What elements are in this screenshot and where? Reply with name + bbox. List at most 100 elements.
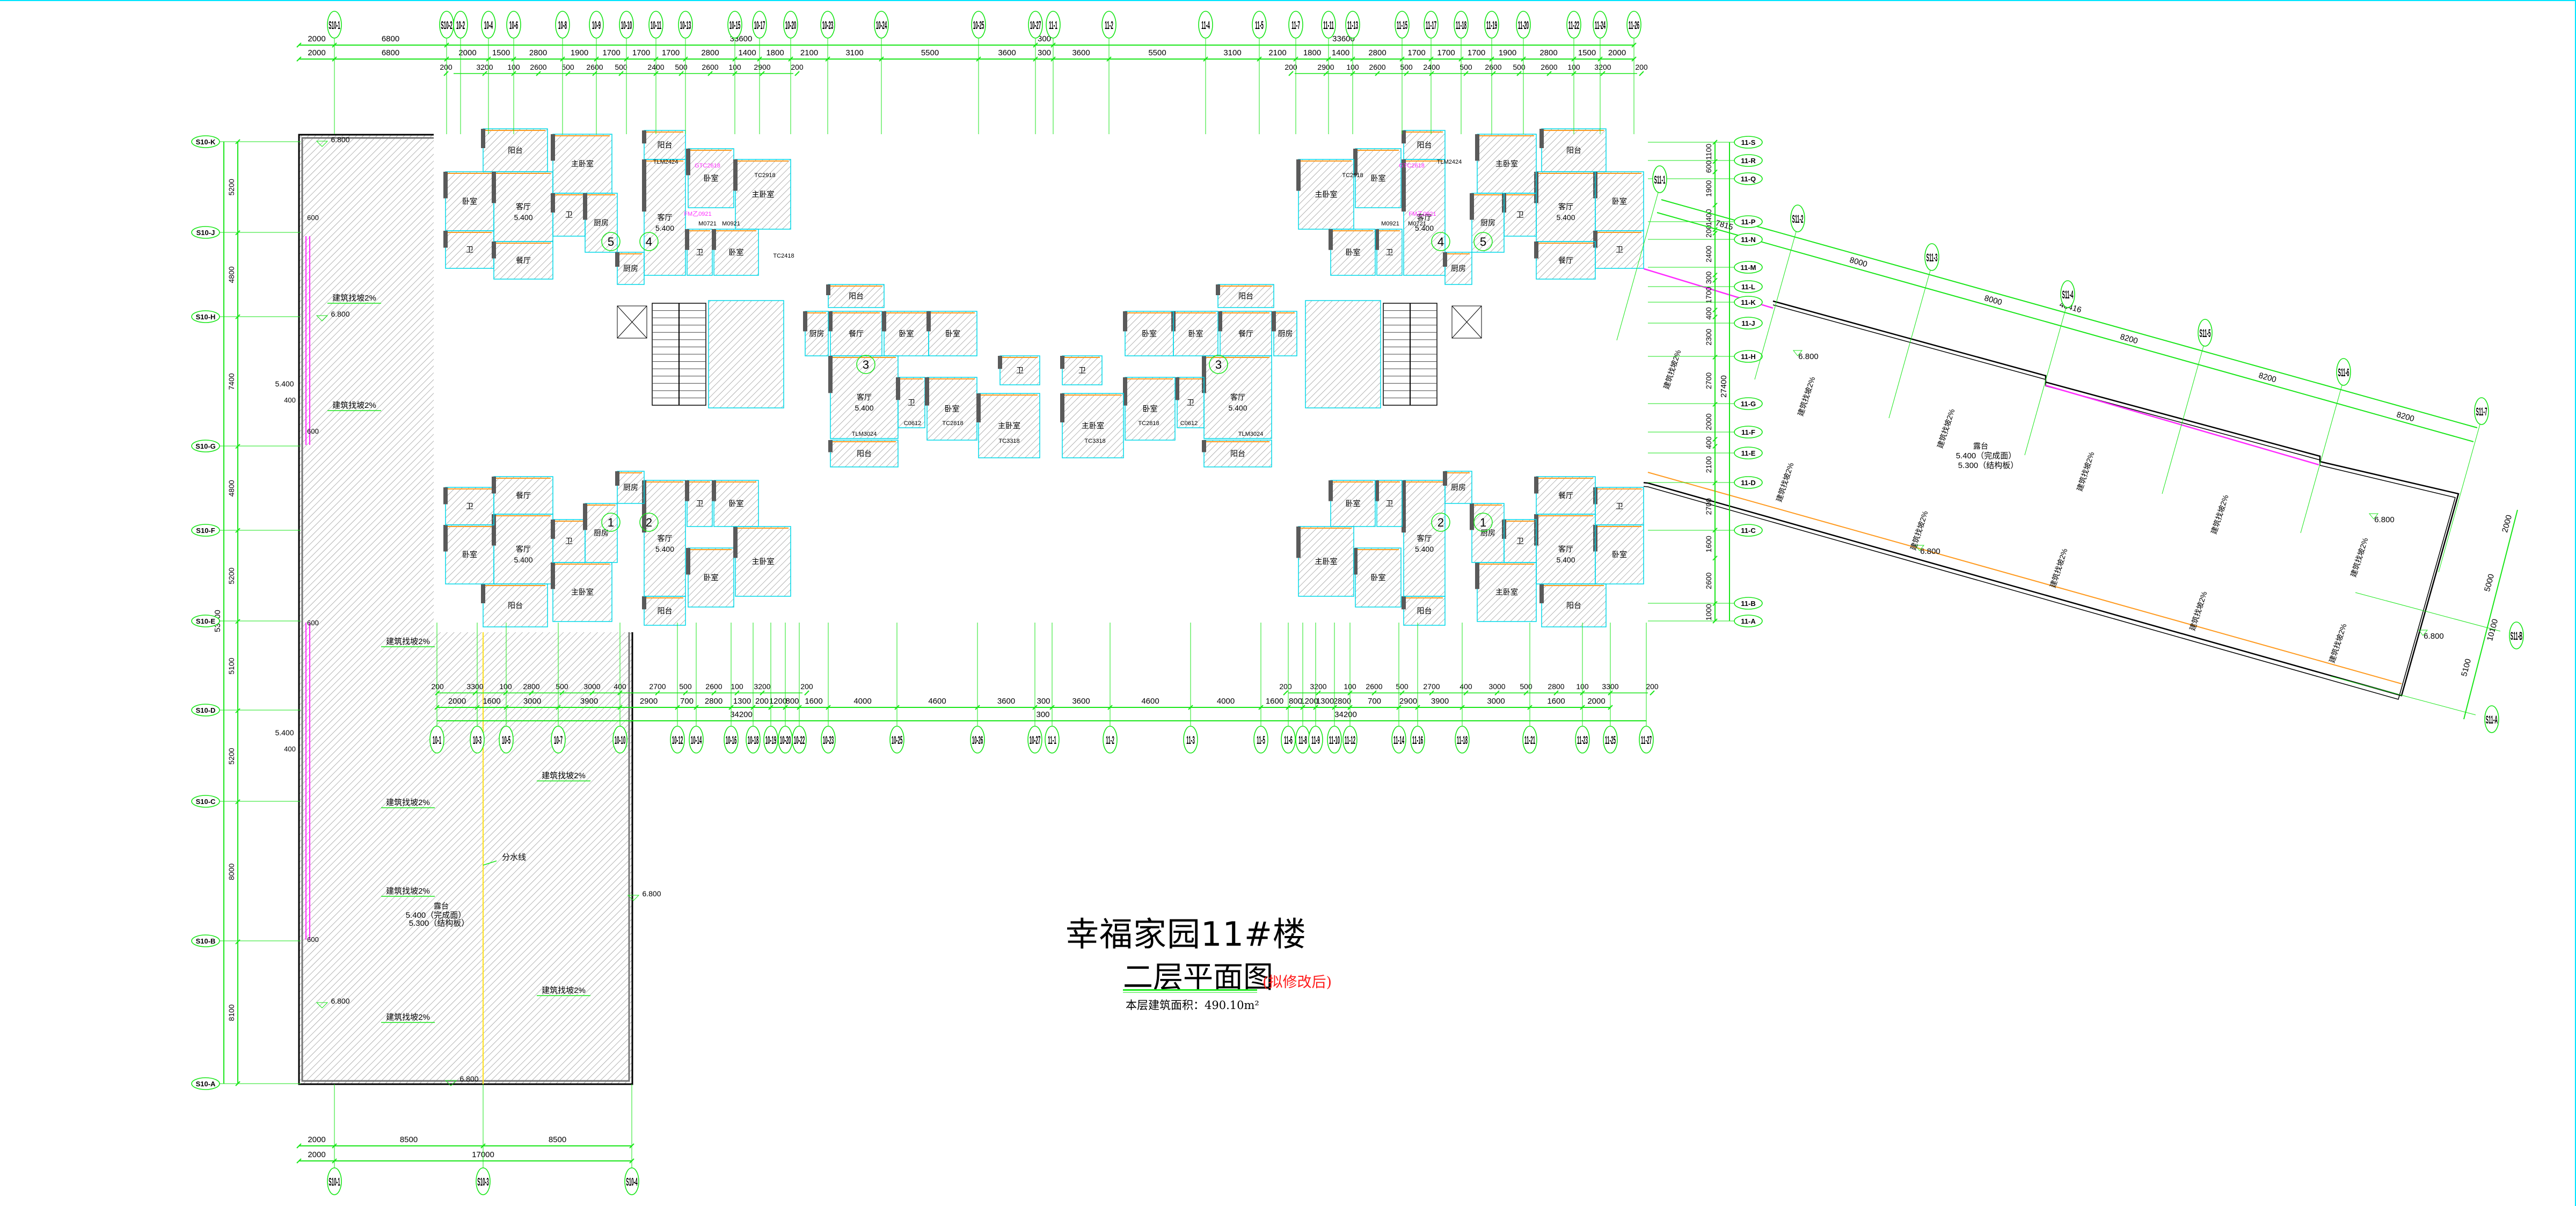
bottom-detail-right-dim-value: 500: [1520, 682, 1533, 691]
unit-number: 4: [1437, 235, 1444, 248]
room-label-bedroom: 卧室: [704, 174, 719, 182]
room-elevation: 5.400: [655, 224, 674, 232]
room-balcony: [830, 440, 899, 467]
top-axis-dim-value: 5500: [921, 48, 939, 57]
top-axis-label: S10-2: [441, 20, 453, 32]
axis-line: [2330, 676, 2476, 715]
bottom-detail-right-dim-value: 200: [1279, 682, 1292, 691]
dimension-tick: [1712, 159, 1718, 164]
top-axis-bubble: [1101, 11, 1116, 39]
dimension-tick: [482, 71, 487, 76]
top-axis-bubble: [506, 11, 521, 39]
slope-label: 建筑找坡2%: [386, 798, 430, 807]
opening-code: GTC2618: [695, 163, 720, 169]
wall-segment: [1060, 356, 1064, 369]
right-segment-dim-value: 1900: [1704, 180, 1713, 196]
right-segment-dim-value: 1600: [1704, 536, 1713, 552]
wall-segment: [1402, 159, 1406, 212]
room-label-bath: 卫: [696, 248, 704, 257]
bottom-axis-label: 10-20: [780, 735, 791, 747]
room-label-living: 客厅: [1230, 393, 1245, 401]
top-axis-dim-value: 1700: [1407, 48, 1425, 57]
room-master: [1298, 526, 1354, 597]
right-axis-label: 11-N: [1741, 236, 1755, 244]
top-axis-bubble: [1516, 11, 1531, 39]
top-axis-dim-value: 2800: [529, 48, 547, 57]
room-bath: [1177, 377, 1205, 428]
room-label-dining: 餐厅: [1558, 491, 1573, 500]
room-kitchen: [1444, 252, 1472, 285]
wall-segment: [1375, 480, 1379, 501]
top-axis-label: 10-24: [876, 20, 887, 32]
right-segment-dim-value: 400: [1704, 436, 1713, 449]
room-balcony: [1203, 440, 1272, 467]
platform-dim-row2-value: 2000: [308, 1150, 325, 1159]
platform-floor-elevation: 5.400: [275, 728, 294, 737]
floor-area-label: 本层建筑面积：490.10m²: [1126, 999, 1259, 1012]
top-axis-bubble: [1454, 11, 1469, 39]
dimension-tick: [804, 690, 809, 696]
wall-segment: [882, 311, 886, 332]
dimension-tick: [1712, 556, 1718, 561]
wall-segment: [828, 311, 833, 332]
wall-segment: [481, 129, 485, 148]
bottom-axis-label: 10-26: [972, 735, 983, 747]
dimension-tick: [1494, 690, 1500, 696]
wall-segment: [826, 284, 830, 295]
slanted-end-axis-bubble: [2509, 622, 2524, 649]
bottom-axis-label: 11-14: [1393, 735, 1404, 747]
top-axis-label: 10-13: [680, 20, 691, 32]
top-axis-dim-value: 1800: [766, 48, 784, 57]
slanted-right-dim-value: 10100: [2485, 618, 2500, 642]
room-dining: [493, 241, 553, 280]
right-axis-bubble: [1734, 280, 1763, 293]
room-bedroom: [445, 524, 494, 584]
room-label-bedroom: 卧室: [1143, 405, 1158, 413]
step-dim: 600: [307, 935, 319, 944]
bottom-axis-bubble: [1342, 726, 1358, 754]
room-label-master: 主卧室: [1082, 421, 1104, 430]
left-axis-bubble: [191, 310, 220, 323]
top-axis-dim-value: 2800: [1368, 48, 1386, 57]
parapet-elevation: 6.800: [642, 889, 661, 898]
wall-segment: [583, 503, 587, 530]
room-label-living: 客厅: [516, 545, 531, 553]
bottom-axis-label: 10-1: [433, 735, 441, 747]
room-living: [644, 159, 686, 276]
parapet-elevation: 6.800: [459, 1075, 478, 1083]
right-segment-dim-value: 2100: [1704, 456, 1713, 473]
elevation-marker-icon: [1914, 545, 1925, 551]
left-segment-dim-value: 4800: [227, 480, 236, 496]
bottom-axis-dim-value: 800: [785, 697, 799, 706]
bottom-axis-dim-value: 1300: [1316, 697, 1334, 706]
bottom-axis-dim-value: 4600: [928, 697, 946, 706]
dimension-tick: [235, 619, 240, 624]
left-axis-label: S10-B: [196, 937, 216, 945]
top-detail-right-dim-value: 2900: [1317, 63, 1334, 71]
parapet-elevation: 6.800: [331, 310, 349, 318]
room-label-master: 主卧室: [752, 557, 775, 566]
wall-segment: [685, 229, 689, 250]
wall-segment: [551, 520, 555, 539]
bottom-axis-label: 11-16: [1412, 735, 1423, 747]
bottom-axis-dim-value: 3600: [997, 697, 1015, 706]
room-label-bath: 卫: [1516, 210, 1524, 219]
top-axis-dim-value: 1500: [492, 48, 510, 57]
dimension-tick: [1712, 480, 1718, 486]
top-detail-right-dim-value: 3200: [1594, 63, 1611, 71]
bottom-detail-left-dim-value: 3000: [583, 682, 600, 691]
unit-number-circle: [1473, 513, 1493, 532]
wall-segment: [642, 480, 646, 533]
slanted-axis-bubble: [1652, 165, 1667, 193]
top-axis-bubble: [555, 11, 570, 39]
terrace-parapet-elevation: 6.800: [2374, 515, 2395, 524]
dimension-tick: [1463, 71, 1469, 76]
unit-number: 3: [1215, 358, 1222, 371]
room-balcony: [1217, 284, 1274, 308]
top-axis-dim-value: 1500: [1578, 48, 1596, 57]
room-label-living: 客厅: [658, 213, 673, 222]
platform-structure-elev: 5.300（结构板）: [409, 918, 470, 928]
wall-segment: [1534, 242, 1538, 259]
step-dim: 600: [307, 619, 319, 627]
